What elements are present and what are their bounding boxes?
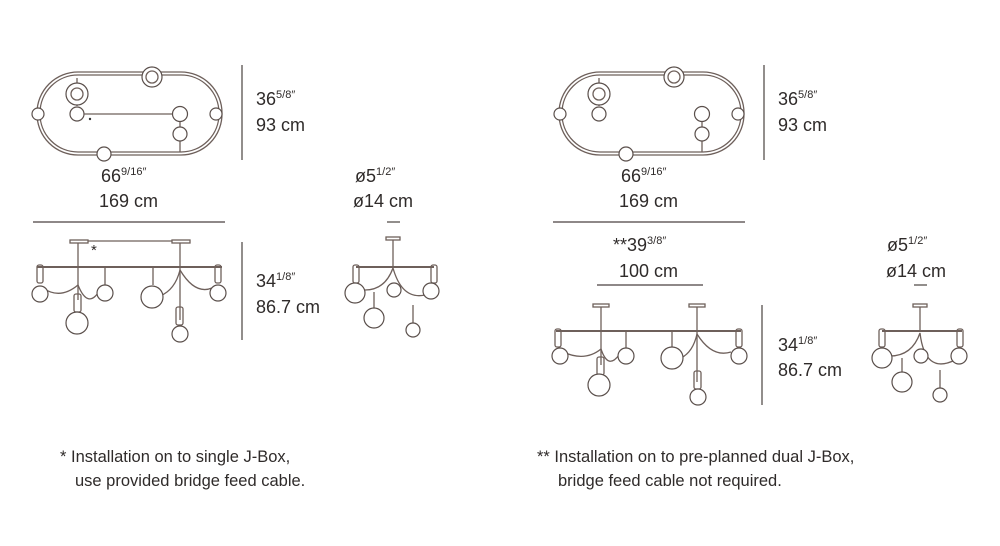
clip — [554, 328, 562, 348]
globe — [386, 282, 402, 298]
globe — [950, 347, 968, 365]
globe — [932, 387, 948, 403]
clip — [175, 306, 184, 326]
canopy — [592, 303, 610, 308]
ring-outer — [558, 71, 745, 156]
elevation-view-single: * — [31, 239, 227, 343]
cable-swag — [562, 347, 620, 362]
globe — [69, 106, 85, 122]
footnote-single-line1: * Installation on to single J-Box, — [60, 448, 290, 466]
clip — [956, 328, 964, 348]
globe — [422, 282, 440, 300]
elevation-height-metric: 86.7 cm — [778, 360, 842, 380]
canopy-disk-inner — [145, 70, 159, 84]
plan-height-imperial: 365/8″ — [778, 89, 817, 109]
canopy-diameter-metric: ø14 cm — [353, 191, 413, 211]
canopy — [385, 236, 401, 241]
footnote-single-line2: use provided bridge feed cable. — [75, 472, 305, 490]
canopy-disk-inner — [667, 70, 681, 84]
dot-marker — [88, 117, 92, 121]
plan-height-metric: 93 cm — [778, 115, 827, 135]
globe — [689, 388, 707, 406]
clip-disk — [31, 107, 45, 121]
cable-swag — [680, 332, 732, 359]
plan-width-imperial: 669/16″ — [621, 166, 666, 186]
clip-disk — [65, 82, 89, 106]
asterisk-marker: * — [91, 242, 97, 259]
globe — [65, 311, 89, 335]
canopy-disk — [587, 82, 611, 106]
clip — [214, 264, 222, 284]
globe — [730, 347, 748, 365]
canopy-disk — [141, 66, 163, 88]
canopy-disk — [694, 126, 710, 142]
cable-swag — [889, 332, 956, 365]
elevation-view-dual — [551, 303, 748, 406]
globe — [693, 105, 711, 123]
cable-swag — [364, 265, 426, 297]
globe — [344, 282, 366, 304]
canopy-diameter-imperial: ø51/2″ — [355, 166, 395, 186]
globe — [660, 346, 684, 370]
globe — [209, 284, 227, 302]
side-view-single — [344, 236, 440, 338]
elevation-height-metric: 86.7 cm — [256, 297, 320, 317]
globe — [587, 373, 611, 397]
canopy — [912, 303, 928, 308]
canopy-disk — [663, 66, 685, 88]
canopy-spacing-imperial: **393/8″ — [613, 235, 666, 255]
canopy-diameter-metric: ø14 cm — [886, 261, 946, 281]
footnote-dual-line1: ** Installation on to pre-planned dual J… — [537, 448, 854, 466]
canopy-spacing-metric: 100 cm — [619, 261, 678, 281]
plan-width-imperial: 669/16″ — [101, 166, 146, 186]
globe — [591, 106, 607, 122]
globe — [363, 307, 385, 329]
plan-height-metric: 93 cm — [256, 115, 305, 135]
clip-disk — [618, 146, 634, 162]
plan-width-metric: 169 cm — [619, 191, 678, 211]
globe — [551, 347, 569, 365]
globe — [171, 325, 189, 343]
canopy-disk-inner — [592, 87, 606, 101]
globe — [140, 285, 164, 309]
clip-disk — [172, 126, 188, 142]
globe — [96, 284, 114, 302]
globe — [171, 105, 189, 123]
clip — [735, 328, 743, 348]
elevation-height-imperial: 341/8″ — [778, 335, 817, 355]
elevation-height-imperial: 341/8″ — [256, 271, 295, 291]
globe — [405, 322, 421, 338]
side-view-dual — [871, 303, 968, 403]
clip-disk — [731, 107, 745, 121]
plan-height-imperial: 365/8″ — [256, 89, 295, 109]
clip-disk — [209, 107, 223, 121]
cable-swag — [42, 283, 101, 300]
clip-disk — [553, 107, 567, 121]
clip-disk — [96, 146, 112, 162]
globe — [913, 348, 929, 364]
footnote-dual-line2: bridge feed cable not required. — [558, 472, 782, 490]
cable-swag — [159, 268, 213, 297]
globe — [891, 371, 913, 393]
ring-inner — [561, 74, 742, 153]
globe — [617, 347, 635, 365]
canopy — [688, 303, 706, 308]
globe — [871, 347, 893, 369]
plan-width-metric: 169 cm — [99, 191, 158, 211]
plan-view-single — [31, 66, 223, 162]
canopy — [171, 239, 191, 244]
canopy — [69, 239, 89, 244]
plan-view-dual — [553, 66, 745, 162]
globe — [31, 285, 49, 303]
clip — [36, 264, 44, 284]
clip-disk-inner — [70, 87, 84, 101]
clip — [878, 328, 886, 348]
canopy-diameter-imperial: ø51/2″ — [887, 235, 927, 255]
